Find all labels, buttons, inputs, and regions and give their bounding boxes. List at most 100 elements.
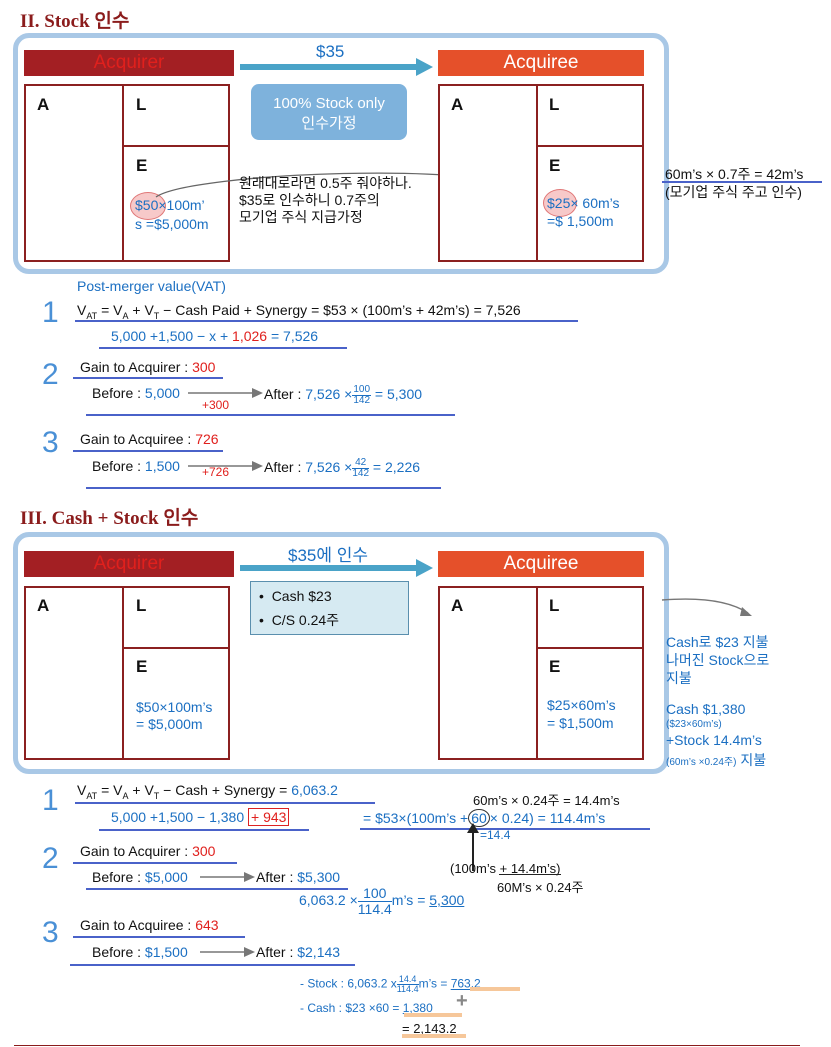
total-consideration: = 2,143.2 xyxy=(402,1021,457,1036)
plus-sign: + xyxy=(456,990,468,1012)
gain-acquiree-arrow-icon xyxy=(188,461,263,471)
gain-acquirer-underline-2 xyxy=(73,862,237,864)
circled-60: 60 xyxy=(468,809,490,827)
price-label-2: $35에 인수 xyxy=(288,546,369,565)
cash-highlight xyxy=(404,1013,462,1017)
acquiree-l-label-2: L xyxy=(549,596,560,615)
stock-note-line2: $35로 인수하니 0.7주의 xyxy=(239,192,380,208)
acquiree-liab-box-2 xyxy=(536,586,644,649)
step-1: 1 xyxy=(42,296,59,329)
price-arrow-icon xyxy=(240,58,433,76)
price-label: $35 xyxy=(316,42,345,61)
vat-underline xyxy=(75,320,578,322)
acquirer-equity-value-2: $50×100m’s xyxy=(136,699,213,715)
gain-acquiree-before-2: Before : $1,500 xyxy=(92,944,188,960)
gain-acquiree-label-2: Gain to Acquiree : 643 xyxy=(80,917,219,933)
step-3: 3 xyxy=(42,426,59,459)
step-1b: 1 xyxy=(42,784,59,817)
total-shares-underline xyxy=(499,874,561,875)
vat-breakdown-2: 5,000 +1,500 − 1,380 + 943 xyxy=(111,808,290,826)
acquirer-equity-box-2 xyxy=(122,647,230,760)
acquirer-e-label: E xyxy=(136,156,148,175)
acquiree-l-label: L xyxy=(549,95,560,114)
gain-acquiree-before: Before : 1,500 xyxy=(92,458,180,474)
side-note-stock-total: +Stock 14.4m’s xyxy=(666,732,762,748)
gain-acquirer-label-2: Gain to Acquirer : 300 xyxy=(80,843,216,859)
gain-acquirer-calc-underline xyxy=(86,414,455,416)
stock-highlight xyxy=(470,987,520,991)
acquiree-liab-box xyxy=(536,84,644,147)
gain-acquirer-after-2: After : $5,300 xyxy=(256,869,341,885)
price-arrow-icon-2 xyxy=(240,559,433,577)
share-count-result: =14.4 xyxy=(480,828,511,842)
gain-acquirer-before: Before : 5,000 xyxy=(92,385,180,401)
new-shares-label: 60M’s × 0.24주 xyxy=(497,880,584,895)
gain-acquiree-underline-2 xyxy=(73,936,245,938)
vat-breakdown-underline-2 xyxy=(99,829,309,831)
acquirer-a-label-2: A xyxy=(37,596,50,615)
assumption-line1: 100% Stock only xyxy=(273,95,385,112)
side-note-shares: 60m’s × 0.7주 = 42m’s xyxy=(665,166,804,182)
stock-note-line1: 원래대로라면 0.5주 줘야하나. xyxy=(239,175,412,191)
gain-acquirer-delta: +300 xyxy=(202,398,230,412)
total-highlight xyxy=(402,1034,466,1038)
gain-acquirer-arrow-icon xyxy=(188,388,263,398)
acquirer-liab-box xyxy=(122,84,230,147)
side-note-stock-calc: (60m’s ×0.24주) 지불 xyxy=(666,752,767,768)
post-merger-value-label: Post-merger value(VAT) xyxy=(77,278,226,294)
acquirer-l-label: L xyxy=(136,95,147,114)
step-3b: 3 xyxy=(42,916,59,949)
total-shares-label: (100m’s + 14.4m’s) xyxy=(450,861,561,876)
acquirer-equity-total-2: = $5,000m xyxy=(136,716,203,732)
acquirer-l-label-2: L xyxy=(136,596,147,615)
gain-acquirer-before-2: Before : $5,000 xyxy=(92,869,188,885)
acquiree-equity-value-2: $25×60m’s xyxy=(547,697,616,713)
acquiree-a-label-2: A xyxy=(451,596,464,615)
vat-formula-2: VAT = VA + VT − Cash + Synergy = 6,063.2 xyxy=(77,782,338,801)
cash-breakdown: - Cash : $23 ×60 = 1,380 xyxy=(300,1001,433,1015)
side-note-rest-stock: 나머진 Stock으로 xyxy=(666,652,770,668)
step-2: 2 xyxy=(42,358,59,391)
acquiree-price-highlight xyxy=(543,189,577,217)
vat-underline-2 xyxy=(75,802,375,804)
section-title-cash-stock: III. Cash + Stock 인수 xyxy=(20,508,199,529)
gain-acquiree-label: Gain to Acquiree : 726 xyxy=(80,431,219,447)
side-note-cash-calc: ($23×60m’s) xyxy=(666,719,722,730)
acquiree-equity-box-2 xyxy=(536,647,644,760)
shares-value-calc: = $53×(100m’s +60× 0.24) = 114.4m’s xyxy=(363,809,606,827)
share-count-arrow-icon xyxy=(467,823,479,871)
assumption-line2: 인수가정 xyxy=(301,115,357,132)
gain-acquiree-underline xyxy=(73,450,223,452)
consideration-stock: • C/S 0.24주 xyxy=(259,612,340,628)
acquirer-e-label-2: E xyxy=(136,657,148,676)
side-note-cash-total: Cash $1,380 xyxy=(666,701,746,717)
consideration-cash: • Cash $23 xyxy=(259,588,332,604)
footer-divider xyxy=(14,1045,800,1046)
vat-formula: VAT = VA + VT − Cash Paid + Synergy = $5… xyxy=(77,302,521,321)
gain-acquiree-after-underline-2 xyxy=(70,964,355,966)
acquiree-e-label-2: E xyxy=(549,657,561,676)
acquiree-e-label: E xyxy=(549,156,561,175)
acquirer-equity-value: $50×100m’ xyxy=(135,197,205,213)
acquirer-header: Acquirer xyxy=(24,50,234,76)
consideration-box xyxy=(250,581,409,635)
gain-acquiree-calc-underline xyxy=(86,487,441,489)
acquiree-equity-total-2: = $1,500m xyxy=(547,715,614,731)
gain-acquirer-after-underline-2 xyxy=(86,888,348,890)
shares-value-underline xyxy=(360,828,650,830)
acquiree-equity-total: =$ 1,500m xyxy=(547,213,614,229)
side-note-arrow-icon xyxy=(661,598,752,616)
vat-breakdown-underline xyxy=(99,347,347,349)
gain-acquiree-arrow-icon-2 xyxy=(200,947,255,957)
step-2b: 2 xyxy=(42,842,59,875)
acquiree-header: Acquiree xyxy=(438,50,644,76)
gain-acquiree-after-2: After : $2,143 xyxy=(256,944,341,960)
